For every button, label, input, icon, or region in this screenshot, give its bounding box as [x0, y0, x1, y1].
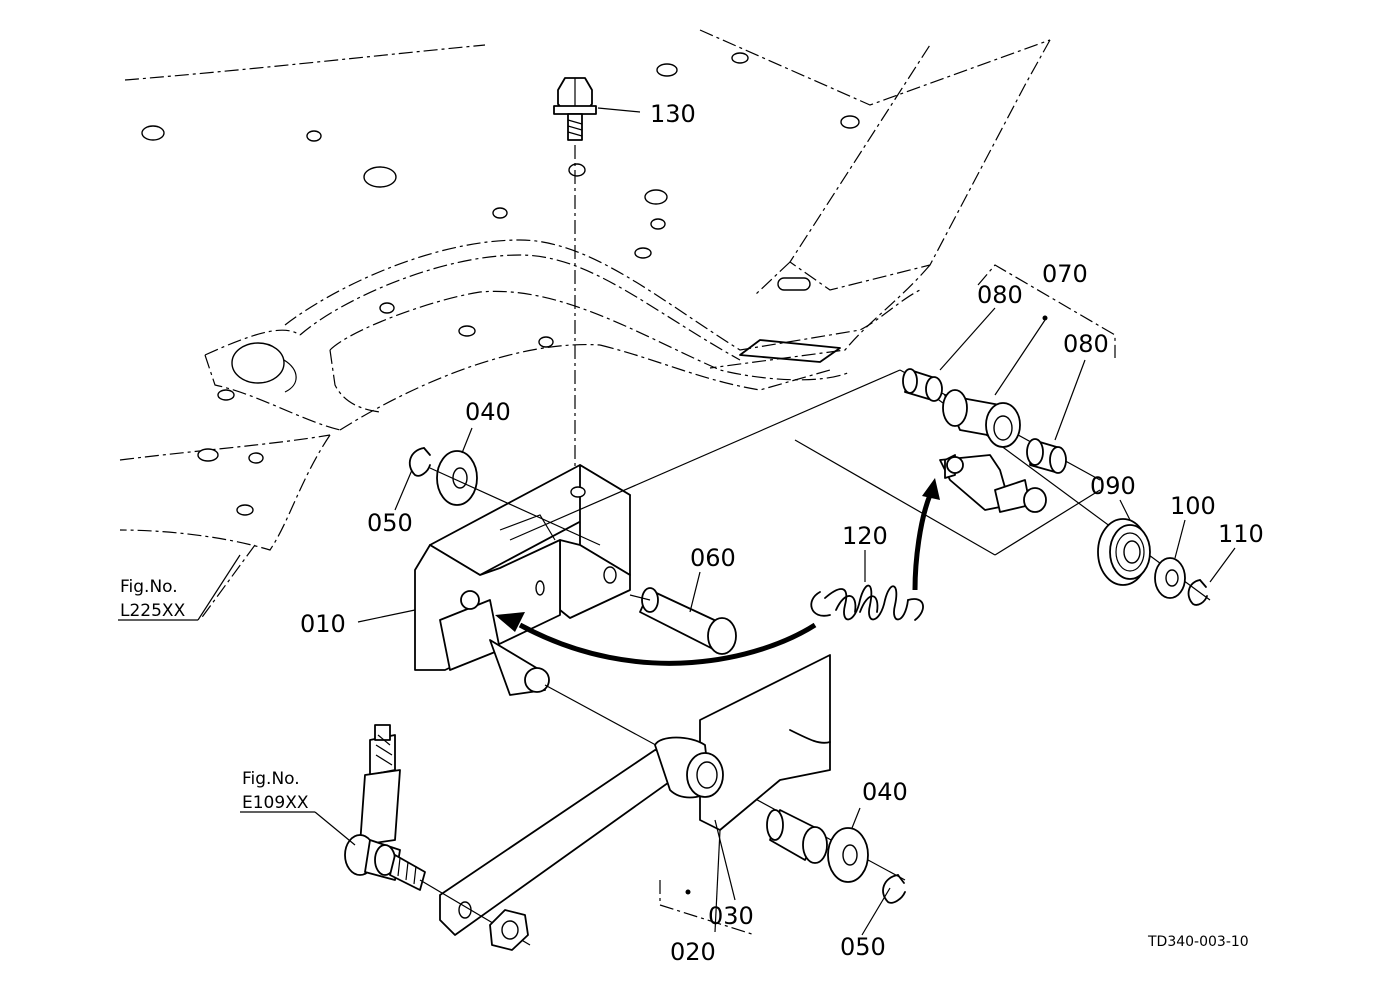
plate-holes [141, 52, 860, 516]
fig-ref-e109-number: E109XX [242, 793, 309, 813]
callout-120: 120 [842, 522, 888, 550]
fig-ref-l225: Fig.No. L225XX [120, 577, 186, 621]
callout-020: 020 [670, 938, 716, 966]
spring-120 [810, 584, 924, 621]
group-bracket-070 [977, 264, 1116, 358]
bushing-030 [766, 809, 828, 864]
leader-lines [118, 107, 1236, 936]
callout-060: 060 [690, 544, 736, 572]
bearing-090 [1097, 518, 1151, 586]
rod-linkage [344, 724, 531, 946]
callout-080-left: 080 [977, 281, 1023, 309]
callout-030: 030 [708, 902, 754, 930]
callout-010: 010 [300, 610, 346, 638]
callout-110: 110 [1218, 520, 1264, 548]
callout-130: 130 [650, 100, 696, 128]
washer-040-upper [436, 450, 478, 506]
clip-050-lower [882, 874, 906, 904]
fig-ref-e109: Fig.No. E109XX [242, 769, 309, 813]
washer-100 [1154, 557, 1186, 599]
fig-ref-l225-label: Fig.No. [120, 577, 178, 597]
callout-100: 100 [1170, 492, 1216, 520]
arm-assembly-070 [939, 389, 1047, 513]
bolt-130 [553, 77, 597, 141]
drawing-code: TD340-003-10 [1147, 934, 1249, 950]
fig-ref-e109-label: Fig.No. [242, 769, 300, 789]
callout-050-upper: 050 [367, 509, 413, 537]
washer-040-lower [827, 827, 869, 883]
callout-070: 070 [1042, 260, 1088, 288]
pin-060 [639, 587, 737, 655]
callout-040-upper: 040 [465, 398, 511, 426]
callout-040-lower: 040 [862, 778, 908, 806]
clip-050-upper [408, 447, 431, 477]
clip-110 [1187, 579, 1208, 606]
bushing-080-left [902, 368, 943, 402]
fig-ref-l225-number: L225XX [120, 601, 186, 621]
callout-050-lower: 050 [840, 933, 886, 961]
callout-080-right: 080 [1063, 330, 1109, 358]
nut [489, 909, 529, 951]
group-bracket-020 [659, 880, 756, 936]
bushing-080-right [1026, 438, 1067, 474]
assembly-arrows [495, 478, 940, 666]
callout-090: 090 [1090, 472, 1136, 500]
pedal-020 [439, 654, 831, 936]
centerlines [429, 369, 1211, 881]
floor-plate-outline [119, 29, 1051, 621]
callout-labels: 130 010 040 050 060 120 070 080 080 090 … [300, 100, 1264, 966]
bracket-010 [414, 464, 631, 696]
